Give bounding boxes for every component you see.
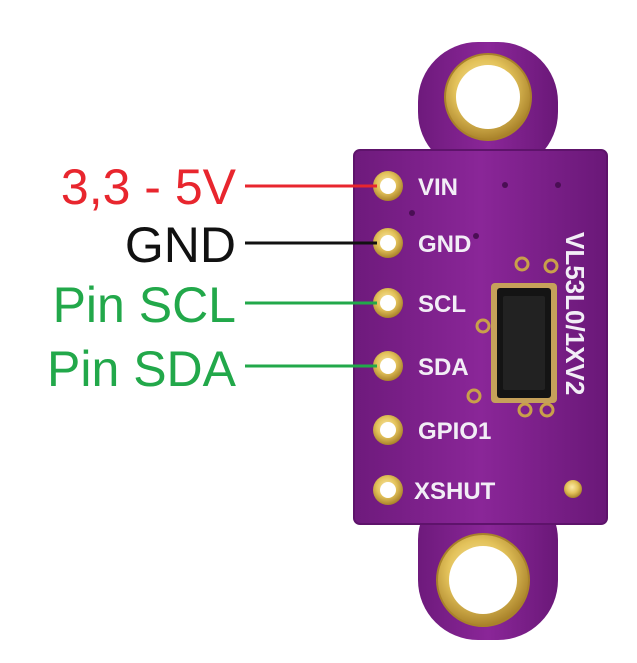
callout-label-gnd: GND bbox=[125, 217, 236, 273]
mounting-hole-top bbox=[444, 53, 532, 141]
pin-label-scl: SCL bbox=[418, 291, 466, 318]
pin-label-gnd: GND bbox=[418, 231, 471, 258]
pin-hole-vin bbox=[373, 171, 403, 201]
mounting-hole-bottom bbox=[436, 533, 530, 627]
sensor-board: VL53L0/1XV2 VIN GND SCL SDA bbox=[353, 42, 608, 640]
pin-hole-sda bbox=[373, 351, 403, 381]
pin-hole-scl bbox=[373, 288, 403, 318]
callout-label-sda: Pin SDA bbox=[47, 341, 237, 397]
pin-hole-xshut bbox=[373, 475, 403, 505]
pin-label-vin: VIN bbox=[418, 174, 458, 201]
pin-label-gpio1: GPIO1 bbox=[418, 418, 491, 445]
sensor-chip bbox=[491, 283, 557, 403]
callout-label-vin: 3,3 - 5V bbox=[61, 159, 237, 215]
part-number-label: VL53L0/1XV2 bbox=[560, 232, 590, 395]
pin-label-sda: SDA bbox=[418, 354, 469, 381]
pin-hole-gnd bbox=[373, 228, 403, 258]
solder-pad bbox=[564, 480, 582, 498]
pcb-body bbox=[354, 150, 607, 524]
callout-label-scl: Pin SCL bbox=[53, 277, 236, 333]
pin-hole-gpio1 bbox=[373, 415, 403, 445]
pin-label-xshut: XSHUT bbox=[414, 478, 496, 505]
